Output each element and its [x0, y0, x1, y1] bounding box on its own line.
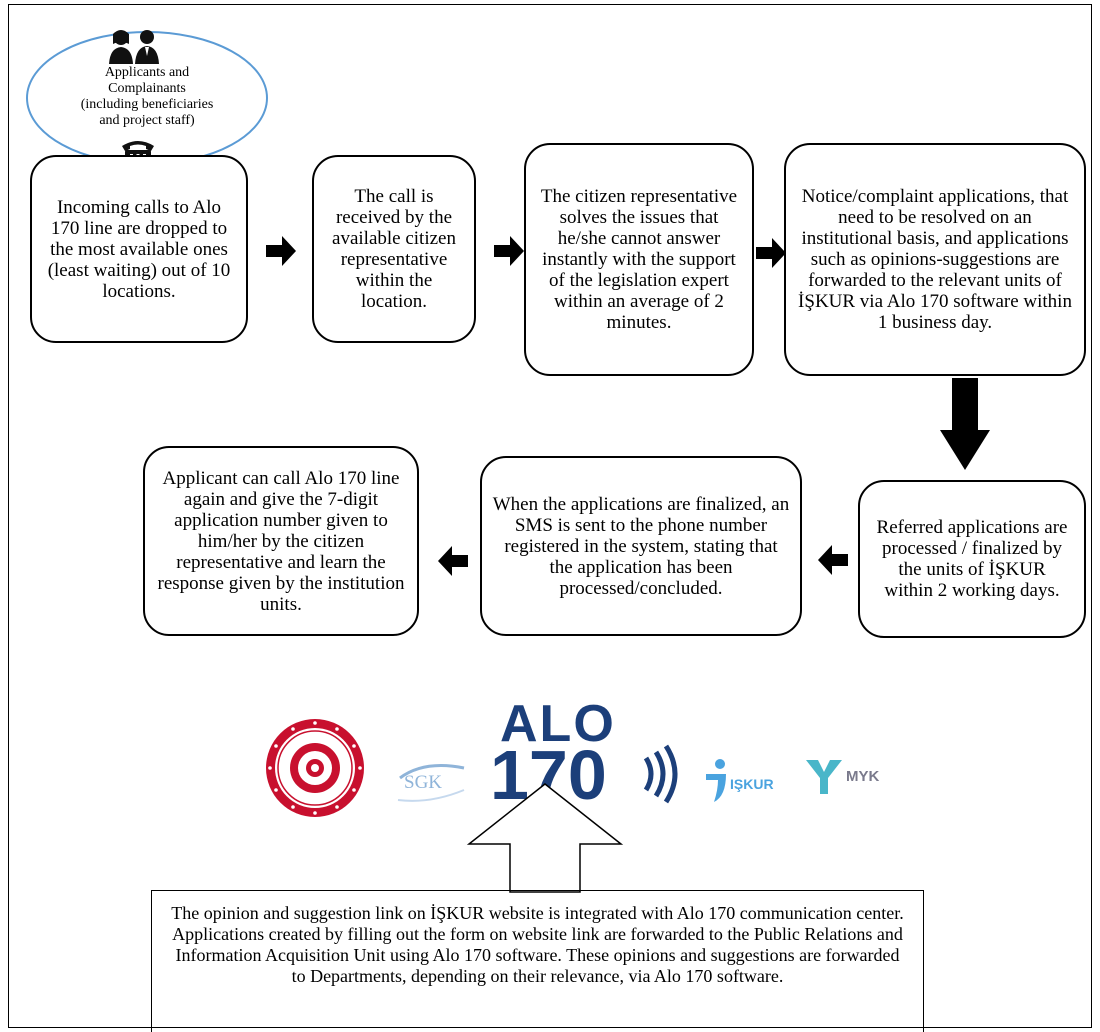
website-integration-text: The opinion and suggestion link on İŞKUR… [171, 903, 904, 986]
applicants-label-line-2: Complainants [108, 81, 186, 96]
website-integration-note: The opinion and suggestion link on İŞKUR… [151, 890, 924, 1032]
step-3-box: The citizen representative solves the is… [524, 143, 754, 376]
applicants-label-line-3: (including beneficiaries [80, 97, 214, 112]
step-4-box: Notice/complaint applications, that need… [784, 143, 1086, 376]
people-icon [109, 30, 159, 64]
step-5-text: Referred applications are processed / fi… [876, 517, 1068, 601]
step-6-box: When the applications are finalized, an … [480, 456, 802, 636]
sgk-logo: SGK [394, 760, 468, 804]
applicants-label-line-4: and project staff) [99, 113, 195, 128]
arrow-website-to-alo170 [466, 783, 624, 893]
arrow-step4-to-step5 [940, 378, 990, 470]
applicants-label-line-1: Applicants and [104, 65, 190, 80]
step-2-text: The call is received by the available ci… [332, 186, 456, 312]
step-2-box: The call is received by the available ci… [312, 155, 476, 343]
arrow-step3-to-step4 [756, 238, 786, 268]
iskur-logo-text: IŞKUR [730, 776, 774, 792]
arrow-step1-to-step2 [266, 236, 296, 266]
arrow-step5-to-step6 [818, 545, 848, 575]
arrow-step2-to-step3 [494, 236, 524, 266]
step-3-text: The citizen representative solves the is… [540, 186, 738, 333]
applicants-node: Applicants and Complainants (including b… [24, 28, 270, 168]
sgk-logo-text: SGK [404, 772, 443, 793]
step-1-text: Incoming calls to Alo 170 line are dropp… [47, 196, 231, 302]
step-6-text: When the applications are finalized, an … [492, 493, 790, 599]
ministry-seal-logo [264, 717, 366, 819]
iskur-logo: IŞKUR [704, 756, 788, 806]
step-1-box: Incoming calls to Alo 170 line are dropp… [30, 155, 248, 343]
step-7-text: Applicant can call Alo 170 line again an… [157, 467, 405, 615]
alo-logo-word: ALO [500, 695, 616, 753]
signal-waves-icon [643, 744, 678, 804]
myk-logo: MYK [804, 756, 886, 796]
step-7-box: Applicant can call Alo 170 line again an… [143, 446, 419, 636]
step-5-box: Referred applications are processed / fi… [858, 480, 1086, 638]
arrow-step6-to-step7 [438, 546, 468, 576]
step-4-text: Notice/complaint applications, that need… [798, 186, 1072, 333]
myk-logo-text: MYK [846, 768, 880, 785]
diagram-frame [8, 4, 1092, 1028]
